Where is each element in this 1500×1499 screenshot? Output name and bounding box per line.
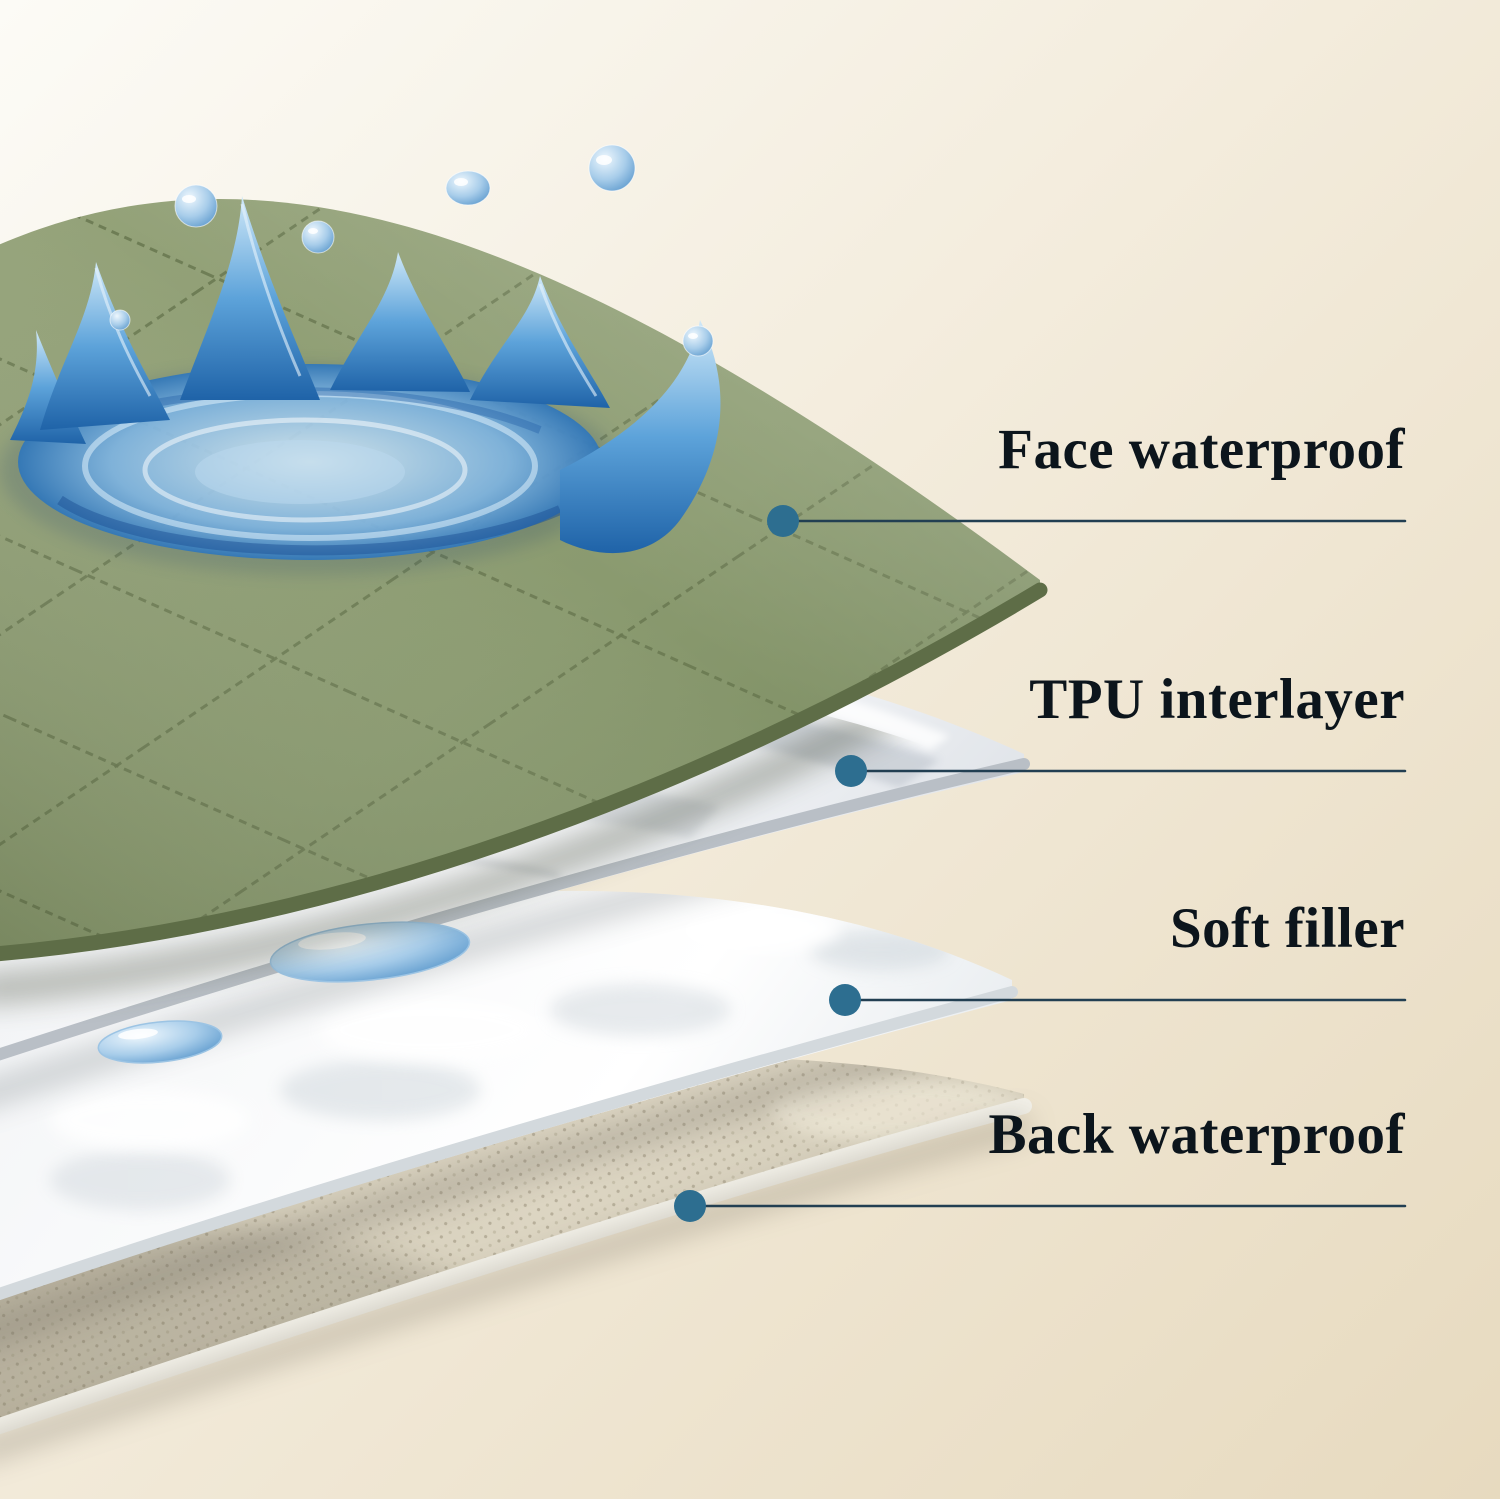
filler-cast-shadow <box>0 1056 1016 1353</box>
callout-dot <box>835 755 867 787</box>
filler-fluff-texture <box>50 908 950 1210</box>
label-face-waterproof: Face waterproof <box>998 418 1405 481</box>
callout-soft-filler <box>829 984 1407 1016</box>
splash-droplets <box>109 144 714 357</box>
label-soft-filler: Soft filler <box>1169 897 1405 960</box>
splash-crown <box>10 196 721 554</box>
callout-back-waterproof <box>674 1190 1407 1222</box>
face-layer-edge <box>0 582 1048 962</box>
label-tpu-interlayer: TPU interlayer <box>1029 668 1405 731</box>
layer-soft-filler <box>0 890 1018 1301</box>
callout-face-waterproof <box>767 505 1407 537</box>
callout-dot <box>767 505 799 537</box>
back-layer-edge <box>0 1098 1032 1435</box>
callout-tpu-interlayer <box>835 755 1407 787</box>
back-layer-shadow <box>0 1113 1031 1457</box>
water-splash <box>10 144 721 560</box>
callout-dot <box>829 984 861 1016</box>
callout-dot <box>674 1190 706 1222</box>
label-back-waterproof: Back waterproof <box>988 1103 1405 1166</box>
filler-layer-edge <box>0 986 1018 1301</box>
tpu-layer-edge <box>0 758 1030 1061</box>
callouts <box>674 505 1407 1222</box>
